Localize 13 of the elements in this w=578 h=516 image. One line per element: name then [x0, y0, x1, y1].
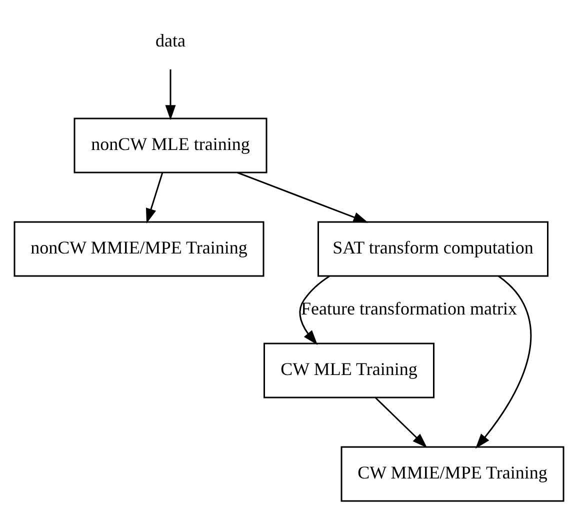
arrow [375, 397, 428, 448]
node-text: data [156, 30, 186, 51]
arrow [475, 276, 532, 449]
node-box: CW MMIE/MPE Training [340, 446, 564, 502]
arrow [146, 172, 164, 224]
arrow [165, 69, 176, 120]
node-box: nonCW MMIE/MPE Training [14, 221, 264, 277]
node-box: nonCW MLE training [74, 118, 268, 174]
arrow [299, 276, 330, 345]
arrow [237, 172, 368, 223]
node-box: SAT transform computation [318, 221, 548, 277]
node-box: CW MLE Training [264, 342, 434, 398]
edge-label: Feature transformation matrix [301, 298, 517, 318]
